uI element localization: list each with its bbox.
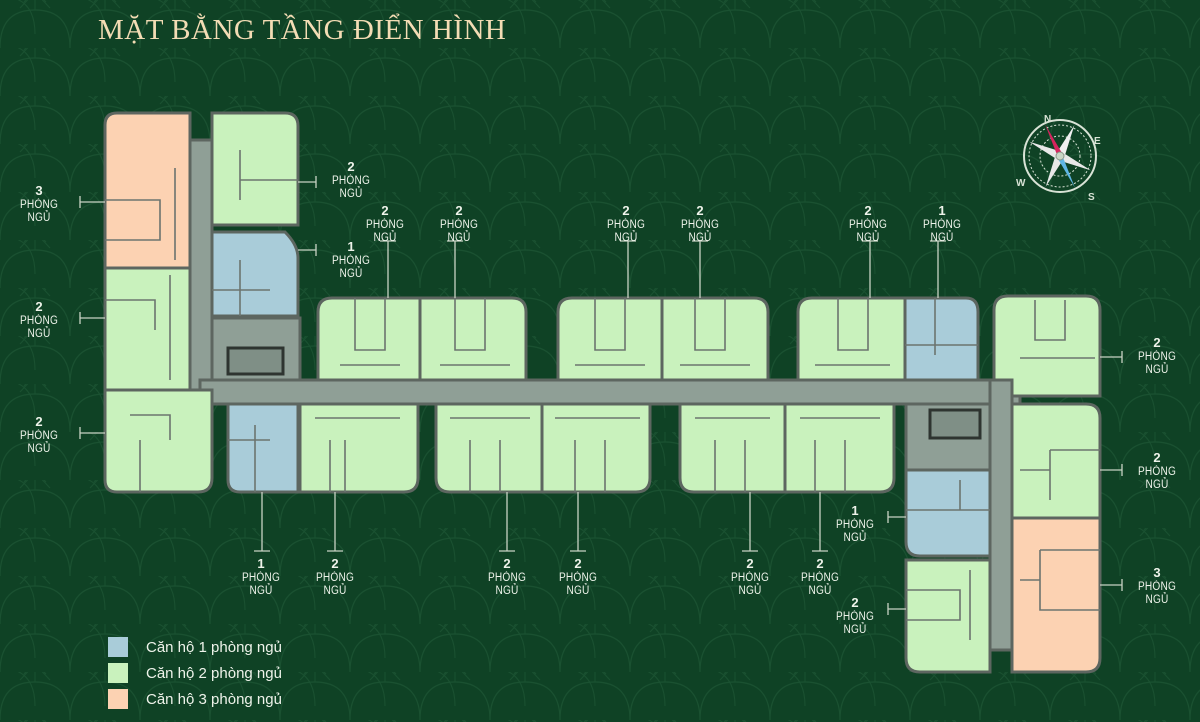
unit-2br-bottom-4: [678, 402, 787, 494]
unit-2br-bottom-5: [783, 402, 896, 494]
unit-2br-top-5: [796, 296, 907, 382]
unit-2br-right-b: [1010, 402, 1102, 520]
unit-2br-bottom-3: [540, 402, 652, 494]
unit-2br-right-a: [992, 294, 1102, 398]
elevator-left: [226, 346, 285, 376]
unit-2br-top-left: [210, 111, 300, 227]
legend-item-1br: Căn hộ 1 phòng ngủ: [108, 634, 282, 660]
unit-3br-left: [103, 111, 192, 270]
swatch-1br: [108, 637, 128, 657]
unit-1br-top-left: [210, 230, 300, 318]
leader-lines: [79, 176, 1123, 615]
corridor-main: [198, 378, 1022, 406]
compass-s-label: S: [1088, 192, 1095, 203]
page-title: MẶT BẰNG TẦNG ĐIỂN HÌNH: [98, 14, 507, 46]
swatch-2br: [108, 663, 128, 683]
unit-2br-bottom-2: [434, 402, 544, 494]
corridor-right: [988, 378, 1014, 652]
compass-w-label: W: [1016, 178, 1026, 189]
legend-item-3br: Căn hộ 3 phòng ngủ: [108, 686, 282, 712]
unit-3br-right: [1010, 516, 1102, 674]
unit-2br-right-c: [904, 558, 992, 674]
swatch-3br: [108, 689, 128, 709]
unit-2br-left-a: [103, 266, 192, 392]
unit-1br-top-right: [903, 296, 980, 382]
unit-2br-top-1: [316, 296, 422, 382]
unit-2br-left-b: [103, 388, 214, 494]
elevator-right: [928, 408, 982, 440]
legend: Căn hộ 1 phòng ngủ Căn hộ 2 phòng ngủ Că…: [108, 634, 282, 712]
unit-2br-top-2: [418, 296, 528, 382]
unit-2br-top-4: [660, 296, 770, 382]
legend-label: Căn hộ 3 phòng ngủ: [146, 690, 282, 708]
legend-label: Căn hộ 1 phòng ngủ: [146, 638, 282, 656]
legend-item-2br: Căn hộ 2 phòng ngủ: [108, 660, 282, 686]
compass-icon: N E S W: [1016, 114, 1101, 203]
compass-e-label: E: [1094, 136, 1101, 147]
legend-label: Căn hộ 2 phòng ngủ: [146, 664, 282, 682]
unit-1br-bottom-left: [226, 402, 300, 494]
unit-2br-top-3: [556, 296, 664, 382]
interior-walls: [105, 150, 1100, 640]
unit-1br-right: [904, 468, 992, 558]
compass-n-label: N: [1044, 114, 1051, 125]
